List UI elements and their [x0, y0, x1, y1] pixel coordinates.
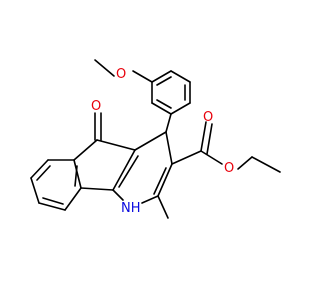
bond-c4a-c5 [96, 139, 136, 151]
bond-benz-inner-3 [74, 165, 78, 187]
bond-aryl-inner-1 [156, 76, 172, 86]
bond-carbonyl-o-2 [206, 123, 213, 155]
bond-benz-inner-1 [36, 165, 51, 181]
bond-c3-c2-double [153, 167, 167, 195]
bond-carbonyl-o-1 [200, 121, 207, 152]
amine-nh-label: NH [121, 201, 141, 216]
bond-aryl-2 [170, 70, 191, 83]
bond-c4a-c4 [134, 131, 167, 151]
bond-aryl-5 [151, 102, 172, 115]
bond-aryl-4 [170, 102, 191, 115]
bond-c4-c3 [165, 131, 173, 165]
bond-ch2-ch3 [251, 156, 281, 173]
molecule-diagram: O O O O NH [30, 59, 281, 219]
bond-c3-carbonyl [171, 150, 202, 165]
bond-ester-o-ch2 [237, 156, 253, 170]
ketone-oxygen-label: O [91, 99, 101, 114]
bond-aryl-1 [151, 70, 172, 83]
bond-skeleton [30, 59, 281, 219]
ester-oxygen-label: O [224, 161, 234, 176]
bond-aryl-inner-3 [156, 99, 172, 109]
bond-c9a-c4a [112, 149, 136, 191]
bond-c2-methyl [157, 195, 169, 219]
bond-carbonyl-ester-o [200, 150, 223, 165]
carbonyl-oxygen-label: O [203, 110, 213, 125]
bond-benz-inner-2 [42, 197, 64, 205]
bond-c3-c2 [157, 163, 173, 197]
methoxy-oxygen-label: O [116, 67, 126, 82]
bond-benz-3 [30, 177, 40, 204]
bond-benz-4 [38, 202, 66, 211]
bond-c9a-c4a-double [118, 155, 139, 188]
bond-c5a-c9b [73, 159, 82, 189]
bond-c2-n1 [141, 195, 159, 204]
bond-aryl-c4 [165, 113, 172, 133]
bond-aryl-methoxy [132, 70, 153, 83]
bond-methoxy-methyl [94, 59, 115, 77]
bond-n1-c9a [112, 189, 124, 201]
bond-c9b-c9a [80, 187, 114, 191]
bond-benz-5 [64, 187, 82, 211]
bond-c5-c5a [73, 139, 98, 161]
bond-benz-2 [30, 159, 49, 179]
